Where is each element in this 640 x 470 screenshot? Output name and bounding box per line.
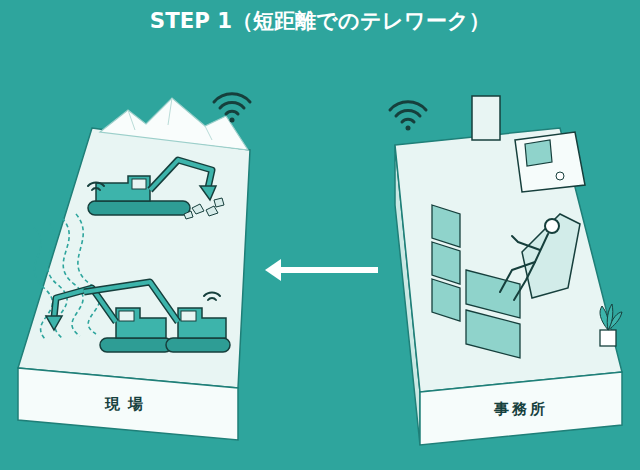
drawing-polygon <box>184 211 193 219</box>
drawing-g <box>184 198 224 219</box>
drawing-path <box>396 111 420 116</box>
drawing-polygon <box>466 270 520 318</box>
platform-shape <box>388 90 630 450</box>
drawing-circle <box>406 126 411 131</box>
flow-arrow <box>265 259 378 281</box>
drawing-polygon <box>432 242 460 284</box>
drawing-path <box>84 282 178 322</box>
drawing-line <box>279 267 378 273</box>
drawing-path <box>607 304 613 330</box>
drawing-path <box>62 218 83 336</box>
drawing-polygon <box>214 198 224 207</box>
drawing-path <box>178 308 226 338</box>
drawing-rect <box>166 338 230 352</box>
drawing-polygon <box>265 259 281 281</box>
drawing-polygon <box>515 132 585 192</box>
drawing-g <box>34 214 100 340</box>
drawing-path <box>46 316 62 330</box>
drawing-rect <box>119 311 134 321</box>
drawing-circle <box>230 118 235 123</box>
drawing-rect <box>472 96 500 140</box>
drawing-polygon <box>100 98 248 150</box>
drawing-path <box>116 308 166 338</box>
drawing-path <box>214 94 250 102</box>
drawing-path <box>76 214 100 334</box>
drawing-polygon <box>432 279 460 321</box>
drawing-path <box>514 262 535 300</box>
drawing-polygon <box>466 310 520 358</box>
drawing-polygon <box>206 206 218 216</box>
drawing-path <box>402 119 414 122</box>
drawing-polygon <box>525 140 552 166</box>
drawing-rect <box>600 330 616 346</box>
drawing-polygon <box>420 372 622 445</box>
drawing-polygon <box>395 128 622 392</box>
node-label: 現場 <box>105 395 151 414</box>
platform-node: 現場 <box>15 90 255 445</box>
drawing-path <box>84 282 178 322</box>
drawing-rect <box>132 179 146 189</box>
drawing-polygon <box>18 368 238 440</box>
drawing-path <box>208 298 216 300</box>
drawing-g <box>500 219 559 300</box>
platform-node: 事務所 <box>388 90 630 450</box>
drawing-polygon <box>522 214 580 298</box>
drawing-path <box>220 103 244 108</box>
drawing-g <box>600 304 622 330</box>
drawing-path <box>92 188 100 190</box>
wifi-icon <box>214 94 250 123</box>
title: STEP 1（短距離でのテレワーク） <box>0 6 640 35</box>
drawing-path <box>88 183 104 186</box>
drawing-circle <box>545 219 559 233</box>
drawing-path <box>226 111 238 114</box>
drawing-g <box>88 183 220 300</box>
drawing-rect <box>100 338 172 352</box>
wifi-icon <box>390 102 426 131</box>
drawing-polygon <box>18 128 250 388</box>
drawing-rect <box>181 311 196 321</box>
drawing-polygon <box>432 205 460 247</box>
drawing-polygon <box>192 204 204 214</box>
drawing-path <box>128 98 212 140</box>
drawing-circle <box>556 172 564 180</box>
drawing-rect <box>88 201 190 215</box>
platform-shape <box>15 90 255 445</box>
drawing-path <box>96 176 150 201</box>
drawing-path <box>512 236 540 250</box>
drawing-path <box>200 186 216 200</box>
node-label: 事務所 <box>494 400 548 419</box>
drawing-path <box>204 293 220 296</box>
drawing-path <box>390 102 426 110</box>
